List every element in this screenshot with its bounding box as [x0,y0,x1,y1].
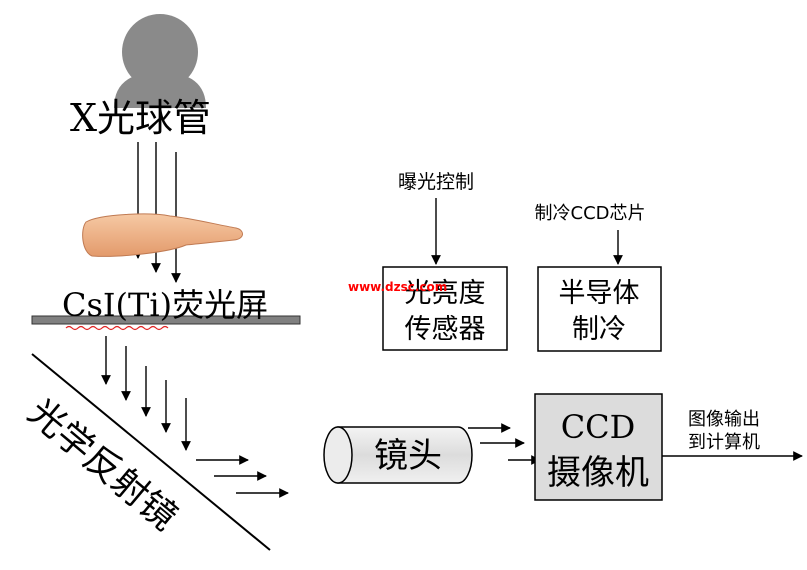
lens-to-camera-arrows [468,423,541,465]
mirror-label: 光学反射镜 [20,391,184,538]
reflected-light-arrows [196,455,289,498]
brightness-sensor-label-line1: 光亮度 [405,278,486,309]
xray-tube-label: X光球管 [70,96,211,140]
hand-icon [82,213,243,257]
spellcheck-underline [65,325,169,331]
semiconductor-cooler-label-line1: 半导体 [559,278,640,309]
scintillator-label: CsI(Ti)荧光屏 [62,286,268,324]
ccd-camera-box [534,393,663,501]
xray-beam-arrows [133,142,181,283]
brightness-sensor-box [382,266,508,351]
output-label-line1: 图像输出 [688,409,760,430]
semiconductor-cooler-box [537,266,662,352]
exposure-control-label: 曝光控制 [398,171,474,193]
semiconductor-cooler-label-line2: 制冷 [572,314,626,345]
brightness-sensor-label-line2: 传感器 [405,314,486,345]
ccd-camera-label-line1: CCD [561,408,636,446]
scintillator-plate [31,315,301,325]
optical-mirror [31,353,271,551]
output-label-line2: 到计算机 [688,432,760,453]
cooling-chip-label: 制冷CCD芯片 [535,203,646,224]
lens-label: 镜头 [374,436,442,476]
watermark-text: www.dzsc.com [348,280,447,294]
lens-icon [323,426,473,484]
ccd-camera-label-line2: 摄像机 [547,453,649,493]
light-arrows-down [101,336,191,451]
xray-tube-icon [114,14,206,108]
